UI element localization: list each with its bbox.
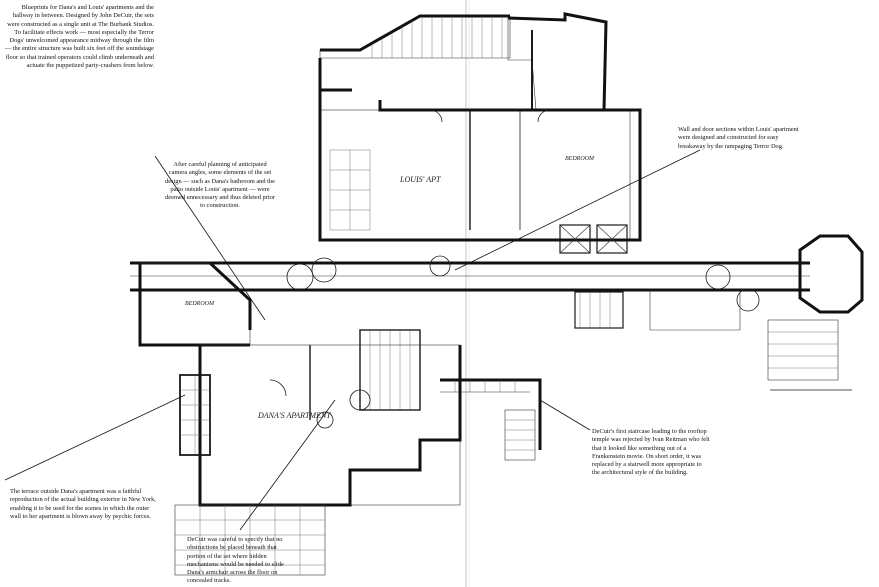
dana-apartment: DANA'S APARTMENT	[198, 329, 462, 507]
bedroom-right-label: BEDROOM	[565, 156, 595, 162]
top-building	[318, 12, 608, 112]
terrace-caption: The terrace outside Dana's apartment was…	[10, 488, 156, 520]
bedroom-left-label: BEDROOM	[185, 301, 215, 307]
staircase-caption: DeCuir's first staircase leading to the …	[592, 428, 710, 477]
louis-apartment: LOUIS' APT BEDROOM	[318, 90, 642, 254]
louis-apartment-label: LOUIS' APT	[399, 175, 441, 184]
armchair-caption: DeCuir was careful to specify that no ob…	[187, 536, 284, 585]
breakaway-wall-caption: Wall and door sections within Louis' apa…	[678, 126, 799, 150]
rejected-staircase	[440, 378, 542, 461]
terrace	[174, 374, 326, 576]
camera-angles-caption: After careful planning of anticipated ca…	[165, 161, 275, 210]
right-vestibule	[767, 234, 864, 391]
intro-caption: Blueprints for Dana's and Louis' apartme…	[4, 4, 154, 70]
dana-apartment-label: DANA'S APARTMENT	[257, 411, 331, 420]
left-bedroom: BEDROOM	[138, 261, 252, 347]
central-hallway	[130, 255, 810, 331]
caption-pointers	[4, 149, 701, 531]
